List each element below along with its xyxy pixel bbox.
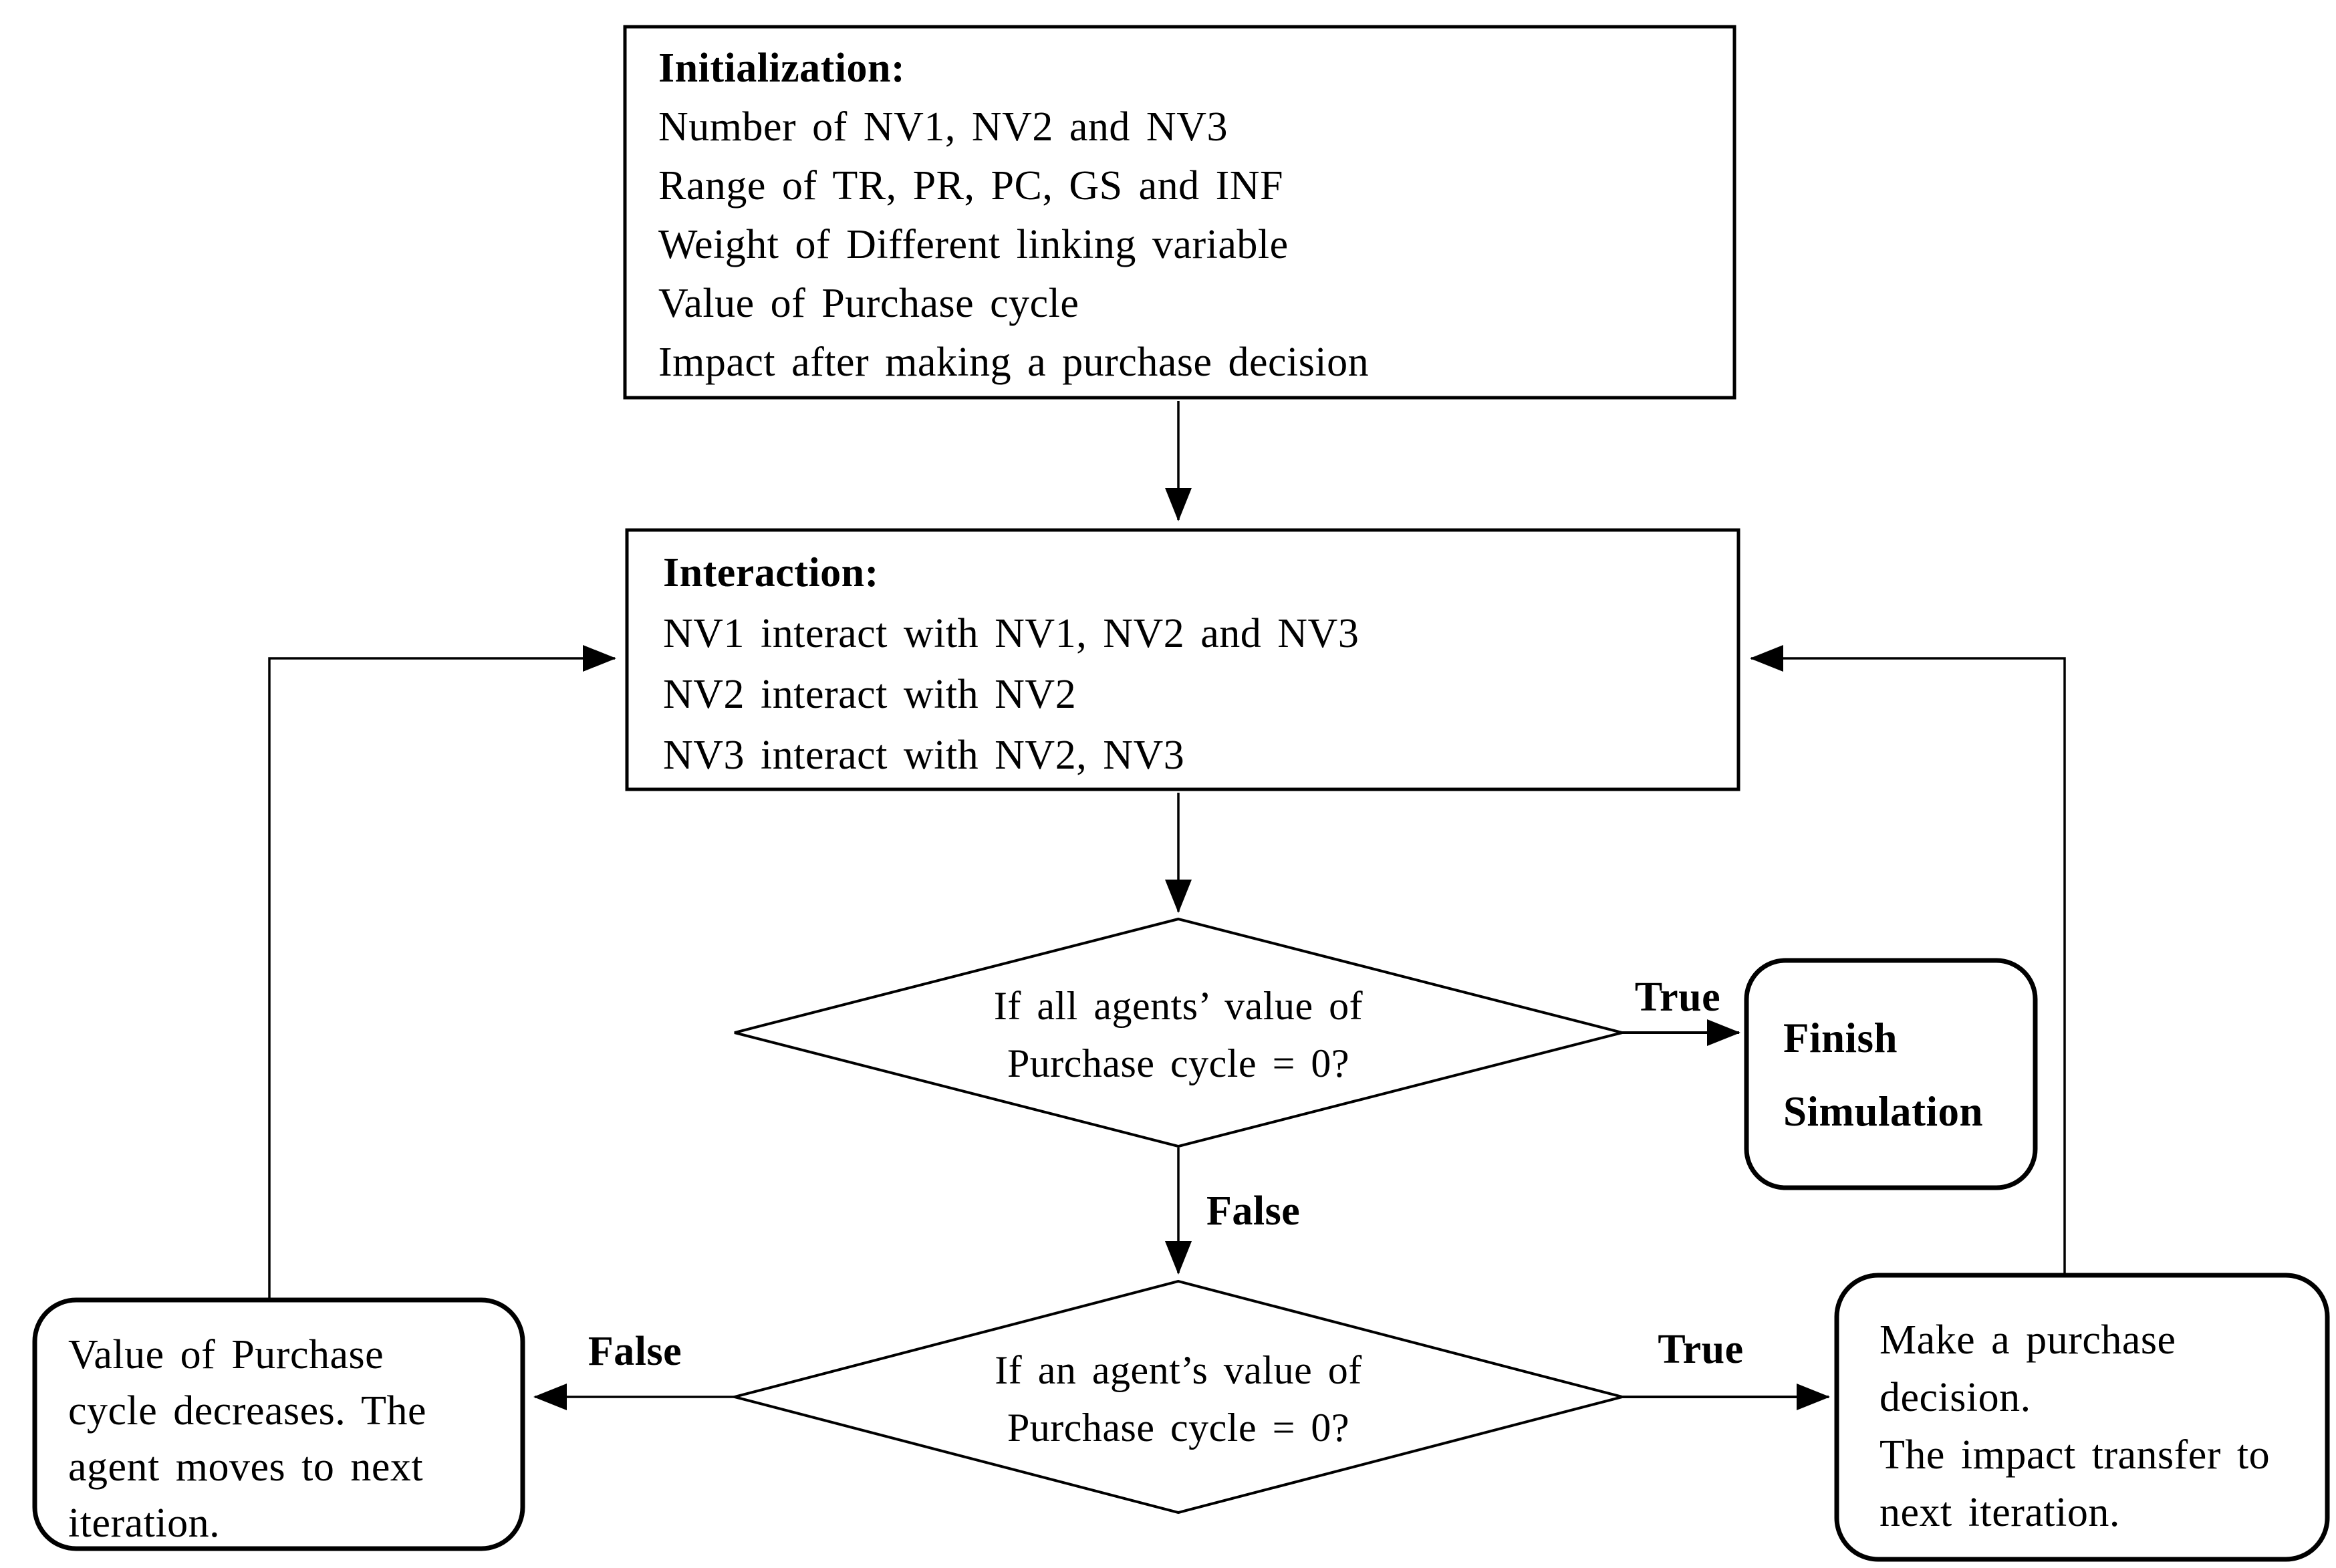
- loop-left-outcome-to-interaction: [268, 645, 616, 1299]
- branch-label-true-finish: True: [1634, 974, 1721, 1020]
- decision-all-agents-text: If all agents’ value of Purchase cycle =…: [844, 977, 1513, 1092]
- initialization-line: Range of TR, PR, PC, GS and INF: [658, 163, 1283, 209]
- branch-label-false-down: False: [1206, 1188, 1301, 1234]
- interaction-line: NV1 interact with NV1, NV2 and NV3: [663, 611, 1359, 656]
- left-outcome-line: Value of Purchase: [68, 1332, 384, 1378]
- branch-label-false-left: False: [588, 1329, 682, 1374]
- interaction-box: [625, 528, 1740, 791]
- decision-single-agent-text: If an agent’s value of Purchase cycle = …: [844, 1341, 1513, 1456]
- left-outcome-box: [32, 1297, 525, 1551]
- initialization-line: Number of NV1, NV2 and NV3: [658, 104, 1228, 150]
- loop-right-outcome-to-interaction: [1750, 645, 2066, 1274]
- initialization-title: Initialization:: [658, 45, 906, 91]
- interaction-line: NV2 interact with NV2: [663, 672, 1077, 717]
- decision-agent-line2: Purchase cycle = 0?: [1007, 1406, 1350, 1450]
- left-outcome-line: agent moves to next: [68, 1444, 424, 1490]
- interaction-title: Interaction:: [663, 550, 879, 596]
- right-outcome-line: The impact transfer to: [1879, 1432, 2270, 1478]
- left-outcome-line: iteration.: [68, 1500, 221, 1546]
- left-outcome-line: cycle decreases. The: [68, 1388, 427, 1434]
- interaction-line: NV3 interact with NV2, NV3: [663, 733, 1185, 778]
- branch-label-true-right: True: [1658, 1327, 1744, 1372]
- right-outcome-text: Make a purchase decision. The impact tra…: [1879, 1311, 2270, 1541]
- initialization-line: Weight of Different linking variable: [658, 222, 1289, 267]
- initialization-box: [623, 25, 1736, 400]
- initialization-text: Initialization: Number of NV1, NV2 and N…: [658, 39, 1369, 392]
- left-outcome-text: Value of Purchase cycle decreases. The a…: [68, 1327, 426, 1551]
- right-outcome-line: next iteration.: [1879, 1490, 2120, 1535]
- right-outcome-line: decision.: [1879, 1375, 2031, 1420]
- interaction-text: Interaction: NV1 interact with NV1, NV2 …: [663, 543, 1359, 786]
- right-outcome-line: Make a purchase: [1879, 1317, 2176, 1363]
- decision-all-line1: If all agents’ value of: [993, 984, 1364, 1028]
- right-outcome-box: [1834, 1273, 2330, 1562]
- initialization-line: Value of Purchase cycle: [658, 281, 1079, 326]
- finish-line1: Finish: [1783, 1015, 1898, 1061]
- decision-single-agent-diamond: [729, 1279, 1628, 1515]
- finish-line2: Simulation: [1783, 1088, 1984, 1135]
- decision-agent-line1: If an agent’s value of: [995, 1348, 1362, 1392]
- initialization-line: Impact after making a purchase decision: [658, 340, 1370, 385]
- decision-all-agents-diamond: [734, 917, 1623, 1148]
- decision-all-line2: Purchase cycle = 0?: [1007, 1041, 1350, 1085]
- finish-simulation-text: Finish Simulation: [1783, 1001, 1983, 1148]
- finish-simulation-box: [1744, 958, 2038, 1190]
